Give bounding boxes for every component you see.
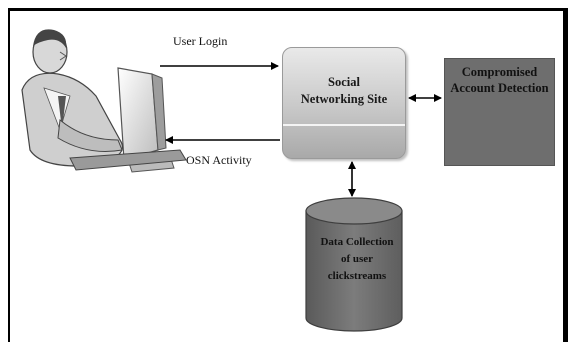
compromised-account-detection-node: Compromised Account Detection: [444, 58, 555, 166]
datastore-line2: of user: [340, 253, 374, 265]
datastore-line1: Data Collection: [320, 236, 394, 248]
cad-title-line1: Compromised: [461, 65, 538, 79]
osn-node-divider: [283, 124, 405, 126]
user-at-computer-icon: [21, 29, 187, 173]
cad-node-title: Compromised Account Detection: [445, 64, 554, 96]
social-networking-site-node: Social Networking Site: [282, 47, 406, 159]
osn-title-line1: Social: [328, 75, 360, 89]
clickstream-datastore-cylinder: [305, 197, 403, 332]
datastore-label: Data Collection of user clickstreams: [309, 234, 405, 285]
user-login-label: User Login: [173, 34, 228, 48]
osn-title-line2: Networking Site: [300, 92, 388, 106]
osn-activity-label: OSN Activity: [186, 153, 252, 167]
diagram-frame: [8, 8, 568, 342]
datastore-line3: clickstreams: [327, 270, 387, 282]
frame-edge: [8, 318, 10, 342]
cad-title-line2: Account Detection: [450, 81, 549, 95]
osn-node-title: Social Networking Site: [283, 74, 405, 108]
